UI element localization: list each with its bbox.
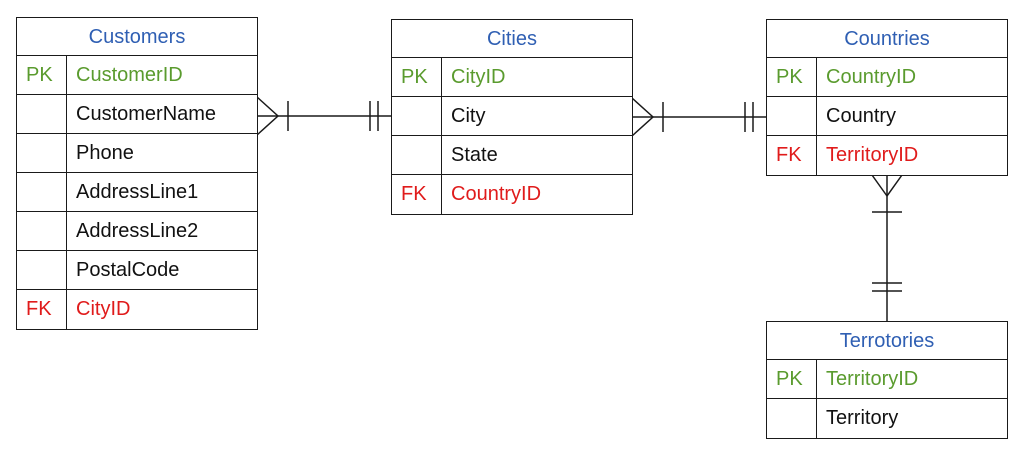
table-row: PK CustomerID [17, 56, 257, 95]
table-row: FK CountryID [392, 175, 632, 214]
entity-countries: Countries PK CountryID Country FK Territor… [766, 19, 1008, 176]
table-row: FK TerritoryID [767, 136, 1007, 175]
table-row: CustomerName [17, 95, 257, 134]
field-name: TerritoryID [826, 368, 919, 390]
key-label [17, 134, 67, 172]
key-label [767, 97, 817, 135]
key-label [17, 95, 67, 133]
field-name: AddressLine2 [76, 220, 199, 242]
table-row: State [392, 136, 632, 175]
connector-cities-countries [631, 97, 766, 137]
key-label: PK [767, 58, 817, 96]
entity-title: Cities [392, 20, 632, 58]
connector-customers-cities [256, 96, 391, 136]
table-row: City [392, 97, 632, 136]
key-label [17, 173, 67, 211]
crowfoot-many-countries [871, 174, 903, 198]
field-name: State [451, 144, 498, 166]
table-row: PK CountryID [767, 58, 1007, 97]
field-name: Phone [76, 142, 134, 164]
table-row: AddressLine1 [17, 173, 257, 212]
entity-cities: Cities PK CityID City State FK CountryID [391, 19, 633, 215]
field-name: CustomerID [76, 64, 183, 86]
key-label: PK [17, 56, 67, 94]
field-name: CustomerName [76, 103, 217, 125]
entity-title: Terrotories [767, 322, 1007, 360]
field-name: Territory [826, 407, 899, 429]
table-row: AddressLine2 [17, 212, 257, 251]
table-row: Territory [767, 399, 1007, 438]
field-name: CityID [76, 298, 131, 320]
connector-countries-territories [871, 174, 903, 322]
key-label: FK [17, 290, 67, 329]
crowfoot-many-cities [631, 97, 655, 137]
field-name: CityID [451, 66, 506, 88]
key-label [767, 399, 817, 438]
table-row: Country [767, 97, 1007, 136]
table-row: PostalCode [17, 251, 257, 290]
field-name: CountryID [451, 183, 542, 205]
table-row: PK CityID [392, 58, 632, 97]
field-name: City [451, 105, 486, 127]
key-label [17, 251, 67, 289]
entity-title: Customers [17, 18, 257, 56]
table-row: Phone [17, 134, 257, 173]
field-name: Country [826, 105, 897, 127]
field-name: TerritoryID [826, 144, 919, 166]
key-label: PK [767, 360, 817, 398]
key-label: FK [392, 175, 442, 214]
key-label [17, 212, 67, 250]
field-name: CountryID [826, 66, 917, 88]
crowfoot-many-customers [256, 96, 280, 136]
field-name: PostalCode [76, 259, 180, 281]
entity-territories: Terrotories PK TerritoryID Territory [766, 321, 1008, 439]
table-row: FK CityID [17, 290, 257, 329]
key-label: PK [392, 58, 442, 96]
key-label: FK [767, 136, 817, 175]
key-label [392, 136, 442, 174]
field-name: AddressLine1 [76, 181, 199, 203]
entity-title: Countries [767, 20, 1007, 58]
entity-customers: Customers PK CustomerID CustomerName Phon… [16, 17, 258, 330]
key-label [392, 97, 442, 135]
table-row: PK TerritoryID [767, 360, 1007, 399]
